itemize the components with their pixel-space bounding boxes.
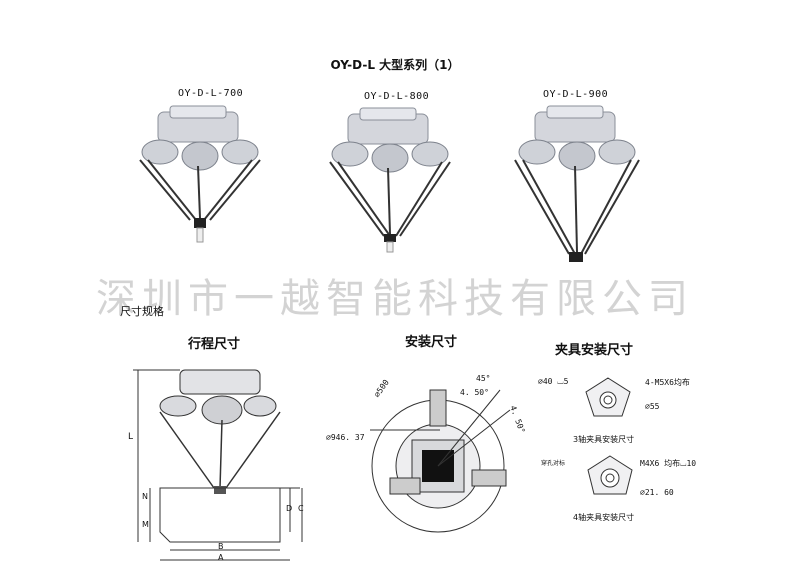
dim-label-D: D [286,504,293,513]
dim-label-450a: 4. 50° [460,388,489,397]
company-watermark: 深圳市一越智能科技有限公司 [96,276,694,322]
fixture-4axis-dim-right: M4X6 均布⌴10 [640,459,697,468]
fixture-3axis-dim-d55: ⌀55 [645,402,660,411]
dim-label-A: A [218,553,224,562]
fixture-4axis-caption: 4轴夹具安装尺寸 [573,513,635,522]
fixture-3axis-caption: 3轴夹具安装尺寸 [573,435,635,444]
model-label-700: OY-D-L-700 [178,88,244,99]
robot-image-900 [514,105,640,262]
fixture-4axis-dim-left: 穿孔对标 [541,460,566,467]
dim-label-B: B [218,542,224,551]
section-title-install: 安装尺寸 [405,335,458,350]
dim-label-L: L [128,432,134,442]
fixture-4axis-dim-d21: ⌀21. 60 [640,488,674,497]
page-title: OY-D-L 大型系列（1） [330,58,460,72]
model-label-800: OY-D-L-800 [364,91,430,102]
robot-image-700 [139,105,261,243]
fixture-4axis-drawing [587,455,633,495]
section-title-fixture: 夹具安装尺寸 [555,343,634,358]
dim-label-N: N [142,492,148,501]
fixture-3axis-drawing [585,377,631,417]
section-title-stroke: 行程尺寸 [188,337,241,352]
dim-label-45deg: 45° [476,374,491,383]
fixture-3axis-dim-right: 4-M5X6均布 [645,378,690,387]
install-dimension-drawing [370,389,511,533]
dim-label-C: C [298,504,304,513]
dim-label-M: M [142,520,149,529]
robot-image-800 [329,107,451,253]
fixture-3axis-dim-left: ⌀40 ⌴5 [538,377,569,386]
stroke-dimension-drawing [133,369,303,561]
model-label-900: OY-D-L-900 [543,89,609,100]
dim-label-d946: ⌀946. 37 [326,433,365,442]
spec-label: 尺寸规格 [120,305,164,318]
